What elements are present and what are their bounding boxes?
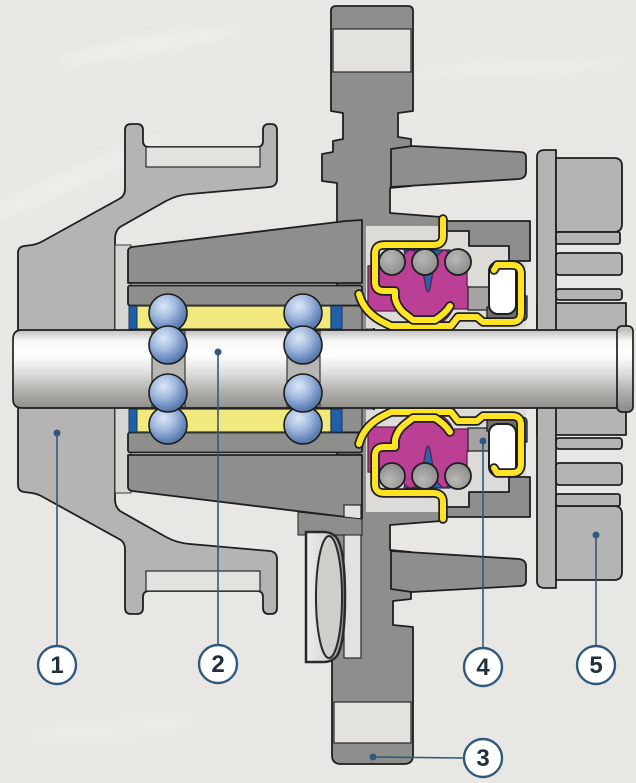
housing-cavity-cylinder (297, 504, 363, 664)
impeller-blade-thin (555, 288, 623, 301)
bearing-seal-left (128, 305, 138, 330)
impeller (536, 149, 627, 370)
bearing-ball (148, 325, 188, 365)
hub-channel-face (145, 146, 261, 168)
hub-flange (17, 123, 278, 333)
cavity-top-wedge (297, 511, 363, 536)
bearing-block (127, 219, 363, 284)
impeller-blade-mid (555, 252, 623, 276)
leader-lines (53, 348, 600, 761)
cavity-rim (315, 535, 343, 659)
housing-top-boss-face (332, 28, 412, 73)
callout-2: 2 (197, 643, 239, 685)
leader-dot-1 (53, 429, 61, 437)
shaft (12, 325, 634, 413)
callout-1-label: 1 (50, 652, 63, 679)
bearing-ball (283, 373, 323, 413)
bearing-shoulder (341, 305, 363, 331)
bearing-ball (148, 373, 188, 413)
callouts: 1 2 3 4 5 (36, 643, 617, 779)
callout-5: 5 (575, 644, 617, 686)
callout-4-label: 4 (476, 654, 490, 681)
bearing-ball (283, 325, 323, 365)
housing-spoke (390, 145, 527, 188)
leader-dot-5 (592, 531, 600, 539)
callout-1: 1 (36, 644, 78, 686)
callout-4: 4 (462, 646, 504, 688)
background-streaks (0, 26, 630, 744)
shaft-end-cap (616, 325, 634, 413)
leader-dot-2 (214, 348, 222, 356)
callout-5-label: 5 (589, 652, 602, 679)
callout-2-label: 2 (211, 651, 224, 678)
seal-spring-coil (444, 248, 472, 276)
seal-spring-coil (411, 248, 439, 276)
callout-3: 3 (462, 737, 504, 779)
leader-dot-3 (369, 753, 377, 761)
impeller-blade-large (555, 157, 623, 233)
seal-housing-tongue (442, 220, 531, 262)
leader-dot-4 (479, 437, 487, 445)
bearing-balls (148, 293, 323, 445)
bearing-seal-right (330, 305, 343, 330)
seal-spring-coil (378, 248, 406, 276)
housing-bottom-boss-face (333, 701, 412, 744)
callout-3-label: 3 (476, 745, 489, 772)
leader-line-3 (372, 756, 465, 759)
bearing-assembly (127, 219, 363, 331)
impeller-blade-lip (555, 231, 621, 245)
mechanical-seal (354, 214, 531, 331)
